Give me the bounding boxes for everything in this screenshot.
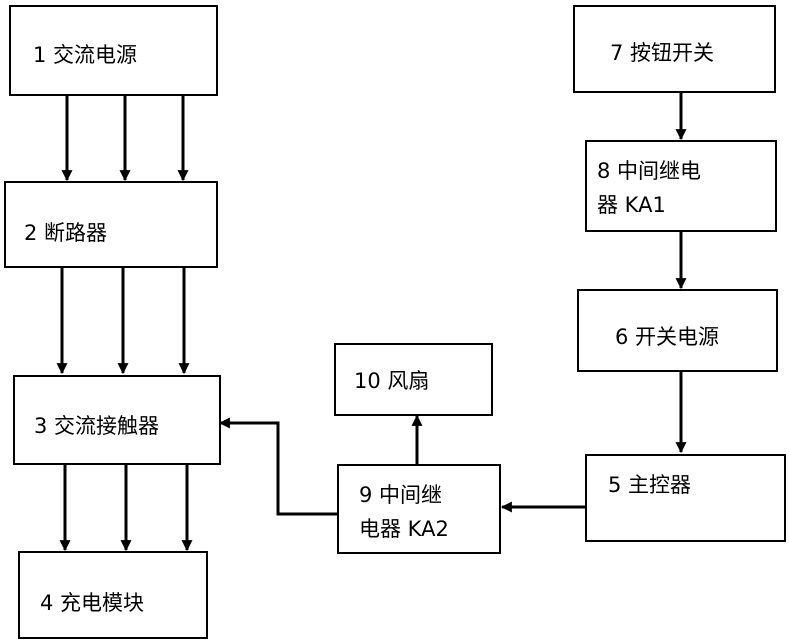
node-breaker-label: 2 断路器 <box>24 221 108 245</box>
node-charging-module: 4 充电模块 <box>18 551 208 639</box>
node-push-button-switch: 7 按钮开关 <box>573 5 776 93</box>
node-ac-power-label: 1 交流电源 <box>33 43 138 67</box>
node-ac-power: 1 交流电源 <box>9 5 218 96</box>
node-charging-module-label: 4 充电模块 <box>40 591 145 615</box>
node-fan-label: 10 风扇 <box>354 369 430 393</box>
node-fan: 10 风扇 <box>334 343 493 416</box>
node-main-controller: 5 主控器 <box>585 454 786 542</box>
node-relay-ka1-label: 8 中间继电 器 KA1 <box>597 159 702 217</box>
node-ac-contactor-label: 3 交流接触器 <box>34 414 160 438</box>
node-main-controller-label: 5 主控器 <box>608 473 692 497</box>
node-switch-power-supply: 6 开关电源 <box>577 289 778 372</box>
node-relay-ka2-label: 9 中间继 电器 KA2 <box>359 483 449 541</box>
edge-ka2-to-contactor <box>218 417 337 516</box>
node-switch-power-supply-label: 6 开关电源 <box>615 325 720 349</box>
node-relay-ka1: 8 中间继电 器 KA1 <box>585 140 777 232</box>
node-relay-ka2: 9 中间继 电器 KA2 <box>337 464 501 554</box>
node-push-button-switch-label: 7 按钮开关 <box>610 41 715 65</box>
node-ac-contactor: 3 交流接触器 <box>13 375 221 465</box>
node-breaker: 2 断路器 <box>4 181 218 268</box>
